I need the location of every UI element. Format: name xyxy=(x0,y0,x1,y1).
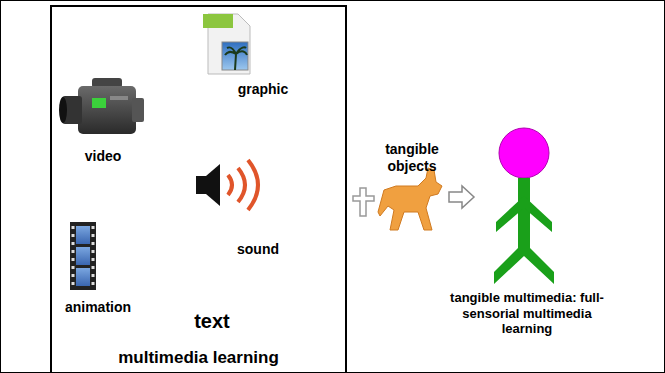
jpg-graphic-icon xyxy=(203,14,250,74)
media-label: graphic xyxy=(228,81,298,98)
media-label: tangible multimedia: full-sensorial mult… xyxy=(445,290,610,337)
speaker-icon xyxy=(196,160,258,210)
filmstrip-icon xyxy=(70,222,96,290)
arrow-symbol xyxy=(449,186,474,208)
media-label: sound xyxy=(223,241,293,258)
video-camera-icon xyxy=(59,78,144,134)
media-label: video xyxy=(68,148,138,165)
group-heading: multimedia learning xyxy=(52,348,345,368)
tangible-object-figure xyxy=(378,168,442,230)
learner-figure xyxy=(494,128,554,284)
media-label: text xyxy=(177,309,247,333)
plus-symbol xyxy=(353,188,374,216)
media-label: animation xyxy=(48,299,148,316)
media-label: tangible objects xyxy=(367,141,457,175)
